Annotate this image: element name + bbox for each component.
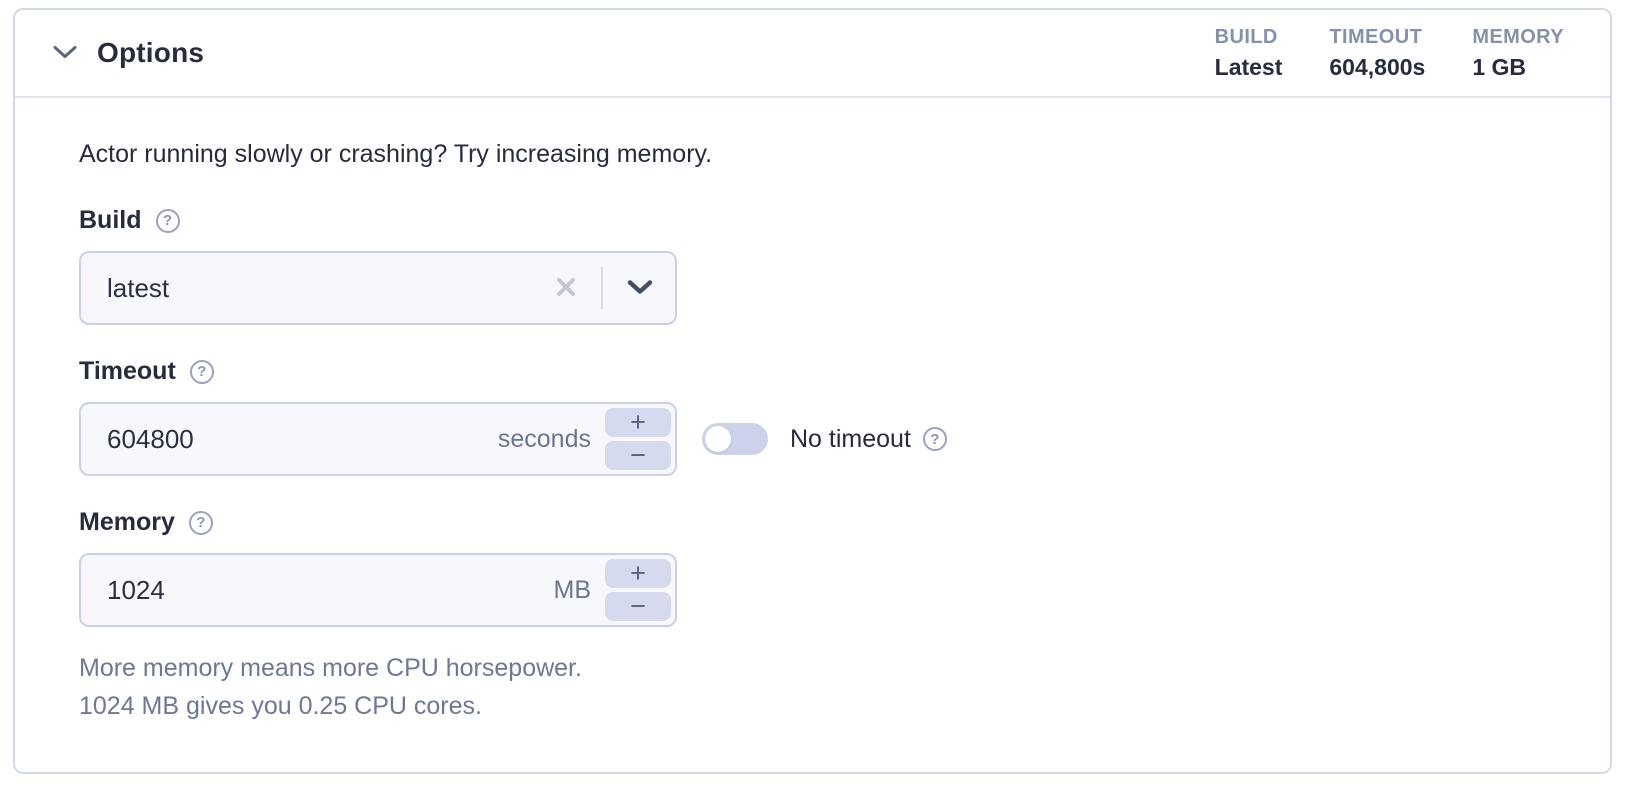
options-panel: Options BUILD Latest TIMEOUT 604,800s ME…	[13, 8, 1612, 774]
no-timeout-label: No timeout	[790, 424, 911, 453]
memory-help-icon[interactable]: ?	[188, 510, 213, 535]
no-timeout-toggle-group: No timeout ?	[702, 423, 947, 455]
summary-build: BUILD Latest	[1215, 24, 1283, 82]
chevron-down-icon	[53, 45, 77, 62]
build-value-input[interactable]	[81, 253, 675, 323]
summary-memory: MEMORY 1 GB	[1472, 24, 1564, 82]
timeout-field-group: Timeout ? seconds + − No timeout	[79, 357, 1564, 476]
build-select-controls	[553, 253, 675, 323]
memory-help-line-2: 1024 MB gives you 0.25 CPU cores.	[79, 692, 482, 720]
intro-text: Actor running slowly or crashing? Try in…	[79, 140, 713, 168]
memory-unit-label: MB	[553, 575, 592, 604]
timeout-input-box: seconds + −	[79, 402, 677, 476]
run-options-summary: BUILD Latest TIMEOUT 604,800s MEMORY 1 G…	[1215, 24, 1564, 82]
no-timeout-toggle[interactable]	[702, 423, 768, 455]
summary-timeout-label: TIMEOUT	[1329, 26, 1423, 48]
build-select[interactable]	[79, 251, 677, 325]
build-dropdown-button[interactable]	[625, 277, 655, 300]
clear-button[interactable]	[553, 274, 579, 303]
no-timeout-help-icon[interactable]: ?	[922, 427, 947, 451]
options-panel-body: Actor running slowly or crashing? Try in…	[15, 98, 1610, 725]
summary-timeout-value: 604,800s	[1329, 54, 1426, 80]
clear-x-icon	[555, 276, 577, 301]
timeout-label: Timeout	[79, 357, 176, 385]
memory-input-box: MB + −	[79, 553, 677, 627]
memory-decrement-button[interactable]: −	[605, 592, 671, 621]
panel-title: Options	[97, 37, 205, 68]
timeout-decrement-button[interactable]: −	[605, 441, 671, 470]
memory-input[interactable]	[81, 555, 675, 625]
memory-increment-button[interactable]: +	[605, 559, 671, 588]
chevron-down-icon	[627, 279, 653, 298]
build-field-group: Build ?	[79, 206, 1564, 325]
options-panel-header: Options BUILD Latest TIMEOUT 604,800s ME…	[15, 10, 1610, 98]
summary-memory-value: 1 GB	[1472, 54, 1527, 80]
build-label: Build	[79, 206, 142, 234]
timeout-input[interactable]	[81, 404, 675, 474]
timeout-stepper: + −	[605, 408, 671, 470]
memory-field-group: Memory ? MB + − More memory means more C…	[79, 508, 1564, 725]
summary-build-value: Latest	[1214, 54, 1283, 80]
timeout-increment-button[interactable]: +	[605, 408, 671, 437]
select-divider	[601, 267, 603, 309]
memory-stepper: + −	[605, 559, 671, 621]
timeout-unit-label: seconds	[497, 424, 591, 453]
toggle-knob	[705, 426, 731, 452]
memory-help-text: More memory means more CPU horsepower. 1…	[79, 649, 1564, 725]
summary-build-label: BUILD	[1214, 26, 1278, 48]
summary-timeout: TIMEOUT 604,800s	[1329, 24, 1425, 82]
memory-label: Memory	[79, 508, 175, 536]
build-help-icon[interactable]: ?	[155, 208, 180, 233]
timeout-help-icon[interactable]: ?	[189, 359, 214, 384]
memory-help-line-1: More memory means more CPU horsepower.	[79, 654, 582, 682]
collapse-chevron-button[interactable]	[49, 41, 81, 66]
summary-memory-label: MEMORY	[1472, 26, 1564, 48]
